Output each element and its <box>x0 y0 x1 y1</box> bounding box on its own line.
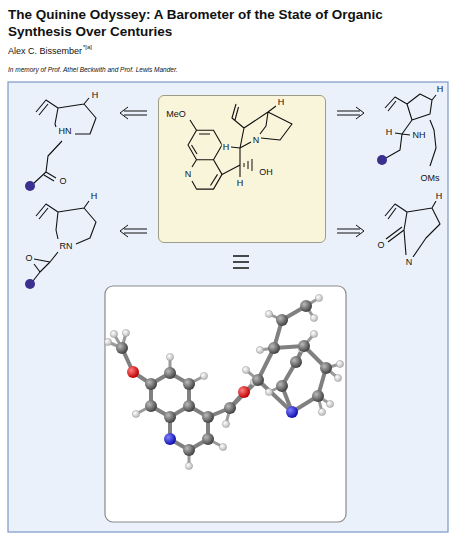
atom-label: N <box>252 135 261 145</box>
model-atom <box>104 338 111 345</box>
r-group-dots <box>25 155 387 289</box>
bond-lines <box>33 94 440 281</box>
author-text: *[a] <box>83 44 92 50</box>
model-atom <box>183 400 195 412</box>
atom-label: N <box>184 169 193 179</box>
model-atom <box>265 310 272 317</box>
model-atom <box>183 378 195 390</box>
atom-label: OMs <box>420 173 441 183</box>
retro-arrows <box>120 225 147 237</box>
model-bond <box>258 380 292 412</box>
model-atom <box>110 330 117 337</box>
model-atom <box>252 374 264 386</box>
atom-label: O <box>376 240 385 250</box>
atom-label: NH <box>412 130 427 140</box>
bond-lines <box>190 104 292 177</box>
model-atom <box>312 390 324 402</box>
model-atom <box>242 366 249 373</box>
model-atom <box>116 342 128 354</box>
author-text: Alex C. Bissember <box>8 46 82 56</box>
r-group-dots <box>25 279 35 289</box>
title-text: The Quinine Odyssey: A Barometer of the … <box>8 7 383 39</box>
model-atom <box>265 388 272 395</box>
model-atom <box>336 360 343 367</box>
atom-label: H <box>236 178 245 188</box>
model-atom <box>164 411 176 423</box>
bond-lines <box>385 201 440 257</box>
model-atom <box>132 410 139 417</box>
model-atom <box>318 408 325 415</box>
model-atom <box>145 378 157 390</box>
atom-label: HN <box>58 126 73 136</box>
atom-label: H <box>90 191 99 201</box>
dedication: In memory of Prof. Athel Beckwith and Pr… <box>8 66 178 73</box>
model-atom <box>286 406 298 418</box>
panel-frame <box>8 82 448 532</box>
model-atom <box>183 444 195 456</box>
model-atom <box>298 340 310 352</box>
atom-label: RN <box>59 241 74 251</box>
retro-arrows <box>337 225 364 237</box>
model-atom <box>166 353 173 360</box>
atom-label: H <box>385 127 394 137</box>
panel-frame <box>158 95 326 243</box>
model-atom <box>276 314 288 326</box>
model-atom <box>145 400 157 412</box>
atom-label: MeO <box>165 109 187 119</box>
model-atom <box>164 367 176 379</box>
bond-lines <box>33 201 96 281</box>
model-atom <box>256 346 263 353</box>
atom-label: H <box>91 90 100 100</box>
paper-title: The Quinine Odyssey: A Barometer of the … <box>8 6 448 40</box>
model-atom <box>326 400 333 407</box>
model-atom <box>276 380 288 392</box>
model-atom <box>200 372 207 379</box>
ball-stick-model <box>104 294 343 469</box>
atom-label: H <box>436 84 445 94</box>
model-atom <box>219 443 226 450</box>
model-atom <box>164 433 176 445</box>
model-atom <box>268 342 280 354</box>
atom-label: O <box>58 176 67 186</box>
model-atom <box>290 356 302 368</box>
atom-label: OH <box>258 167 274 177</box>
panel-frame <box>105 286 346 522</box>
model-atom <box>127 366 139 378</box>
structure-box: MeO H H N OH H N <box>158 95 326 243</box>
bond-lines <box>385 94 436 166</box>
model-atom <box>224 402 236 414</box>
model-atom <box>202 433 214 445</box>
panel-frame <box>8 82 448 532</box>
atom-label: H <box>277 97 286 107</box>
model-atom <box>320 362 332 374</box>
model-atom <box>315 294 322 301</box>
atom-label: H <box>435 191 444 201</box>
model-atom <box>300 300 312 312</box>
dedication-text: In memory of Prof. Athel Beckwith and Pr… <box>8 66 178 73</box>
model-atom <box>334 374 341 381</box>
retro-arrows <box>337 107 364 119</box>
retro-arrows <box>120 107 147 119</box>
r-group-dots <box>25 181 35 191</box>
model-atom <box>202 411 214 423</box>
atom-label: O <box>24 253 33 263</box>
author-line: Alex C. Bissember*[a] <box>8 46 92 56</box>
atom-label: N <box>405 257 414 267</box>
bond-lines <box>244 159 252 171</box>
retro-arrows <box>120 107 364 268</box>
atom-label: H <box>222 142 231 152</box>
model-atom <box>222 420 229 427</box>
retro-arrows <box>233 256 249 268</box>
r-group-dots <box>377 155 387 165</box>
model-atom <box>310 314 317 321</box>
model-atom <box>238 386 250 398</box>
model-atom <box>310 330 317 337</box>
model-atom <box>122 329 129 336</box>
model-atom <box>185 462 192 469</box>
bond-lines <box>33 98 96 184</box>
bond-lines <box>188 130 222 189</box>
